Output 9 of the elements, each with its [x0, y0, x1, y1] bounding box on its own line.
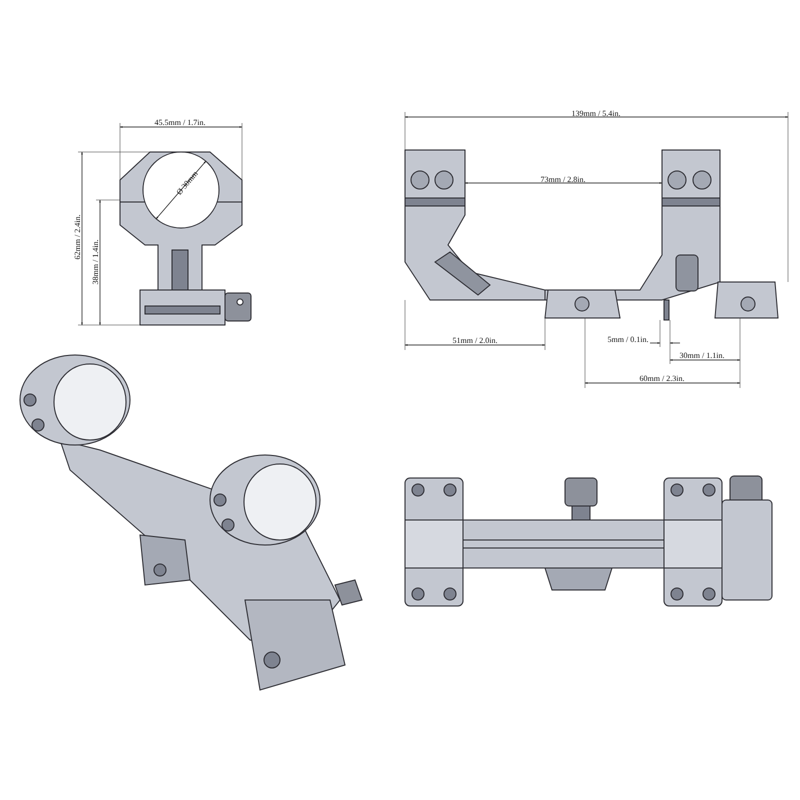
dimension-label: 62mm / 2.4in. [73, 214, 82, 260]
dimension-label: 30mm / 1.1in. [680, 351, 724, 360]
dimension-label: 38mm / 1.4in. [91, 240, 100, 284]
dimension-label: 45.5mm / 1.7in. [154, 118, 206, 127]
dimension-label: 60mm / 2.3in. [640, 374, 684, 383]
dimension-label: 139mm / 5.4in. [572, 109, 620, 118]
dimension-label: 5mm / 0.1in. [608, 335, 648, 344]
dimension-label: 73mm / 2.8in. [540, 175, 586, 184]
dimension-label: 51mm / 2.0in. [452, 336, 498, 345]
